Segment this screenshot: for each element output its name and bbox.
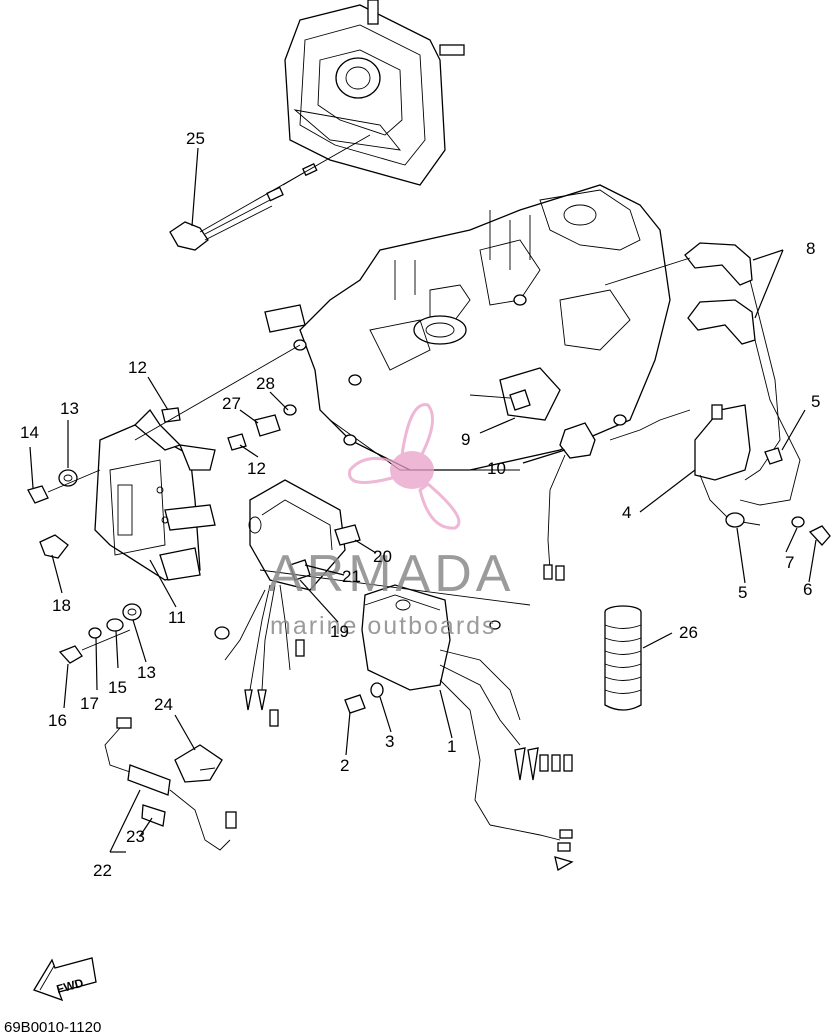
callout-7: 7: [785, 553, 794, 572]
callout-12-lower: 12: [247, 459, 266, 478]
regulator-19: [214, 479, 361, 727]
callout-26: 26: [679, 623, 698, 642]
callout-11: 11: [168, 608, 186, 627]
callout-9: 9: [461, 430, 470, 449]
sleeve-26: [604, 605, 642, 711]
engine-block: [264, 184, 671, 471]
callout-16: 16: [48, 711, 67, 730]
cap-10: [543, 422, 596, 581]
callout-6: 6: [803, 580, 812, 599]
callout-15: 15: [108, 678, 127, 697]
callout-5-upper: 5: [811, 392, 820, 411]
callout-14: 14: [20, 423, 39, 442]
callout-25: 25: [186, 129, 205, 148]
callout-17: 17: [80, 694, 99, 713]
callout-20: 20: [373, 547, 392, 566]
watermark-title: ARMADA: [268, 545, 514, 603]
callout-13-upper: 13: [60, 399, 79, 418]
callout-13-lower: 13: [137, 663, 156, 682]
callout-27: 27: [222, 394, 241, 413]
watermark-propeller-hub: [390, 451, 434, 489]
watermark-subtitle: marine outboards: [270, 612, 497, 640]
left-hardware: [27, 344, 301, 664]
watermark-propeller-blade-left: [348, 456, 397, 484]
callout-21: 21: [342, 567, 361, 586]
callout-19: 19: [330, 622, 349, 641]
diagram-code: 69B0010-1120: [4, 1019, 101, 1035]
callouts: 25 8 12 28 27 13 14 5 9 12 10 4 20 7 21 …: [20, 129, 820, 880]
stator-housing: [284, 0, 465, 186]
callout-18: 18: [52, 596, 71, 615]
callout-23: 23: [126, 827, 145, 846]
callout-10: 10: [487, 459, 506, 478]
cdi-unit-1: [259, 569, 574, 871]
leader-lines: [29, 147, 817, 853]
ignition-coil-4: [609, 404, 831, 546]
callout-24: 24: [154, 695, 173, 714]
watermark-logo: ARMADA marine outboards: [268, 403, 514, 640]
sensor-25: [169, 134, 371, 251]
callout-5-lower: 5: [738, 583, 747, 602]
sensor-9: [469, 367, 561, 421]
callout-12-upper: 12: [128, 358, 147, 377]
fuse-assembly-22: [104, 717, 237, 851]
callout-22: 22: [93, 861, 112, 880]
callout-8: 8: [806, 239, 815, 258]
callout-1: 1: [447, 737, 456, 756]
bracket-11: [94, 408, 216, 581]
plug-caps-8: [604, 242, 801, 506]
watermark-propeller-blade-top: [400, 403, 434, 460]
watermark-propeller-blade-right: [418, 482, 461, 530]
callout-4: 4: [622, 503, 631, 522]
fwd-label: FWD: [55, 976, 85, 997]
callout-28: 28: [256, 374, 275, 393]
callout-2: 2: [340, 756, 349, 775]
callout-3: 3: [385, 732, 394, 751]
fwd-arrow: FWD: [33, 957, 97, 1002]
